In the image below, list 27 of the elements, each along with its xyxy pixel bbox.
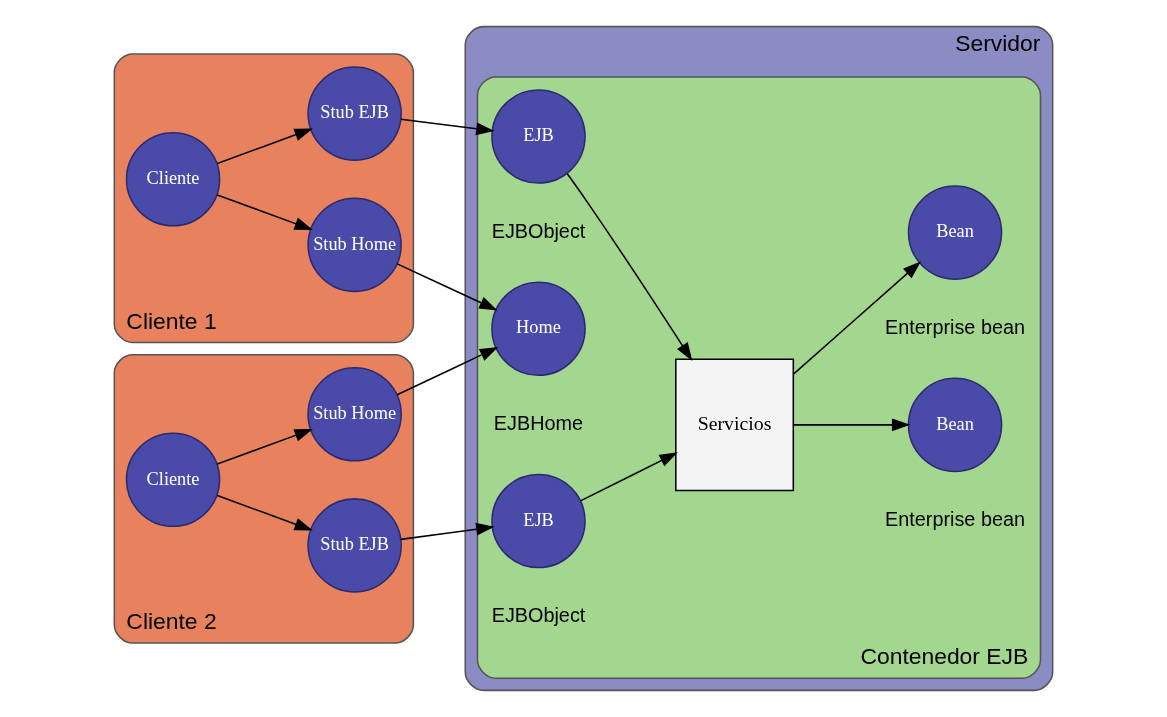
arrow	[216, 429, 313, 465]
node-circle: Bean	[907, 377, 1003, 473]
arrow	[566, 173, 693, 361]
node-label: EJBHome	[493, 412, 584, 435]
arrow	[579, 452, 678, 502]
node-label: EJBObject	[491, 604, 586, 627]
arrow	[400, 522, 495, 541]
node-circle: EJB	[491, 473, 586, 569]
node-circle: Home	[491, 281, 586, 377]
node-circle: Stub Home	[307, 197, 402, 293]
node-label: Enterprise bean	[885, 315, 1026, 338]
node-circle: Bean	[907, 185, 1003, 280]
node-circle: Stub EJB	[307, 66, 402, 161]
node-circle: Cliente	[125, 131, 221, 227]
node-circle: Stub Home	[307, 366, 402, 462]
node-label: Enterprise bean	[885, 508, 1026, 531]
arrow	[793, 261, 922, 375]
arrow	[216, 494, 313, 531]
node-circle: Cliente	[125, 432, 221, 528]
arrow	[216, 128, 313, 165]
node-circle: Stub EJB	[307, 498, 402, 593]
node-circle: EJB	[491, 89, 586, 184]
node-box: Servicios	[675, 358, 795, 492]
arrow	[400, 118, 495, 136]
node-label: EJBObject	[491, 219, 586, 242]
arrow	[216, 194, 313, 231]
arrow	[793, 418, 911, 432]
